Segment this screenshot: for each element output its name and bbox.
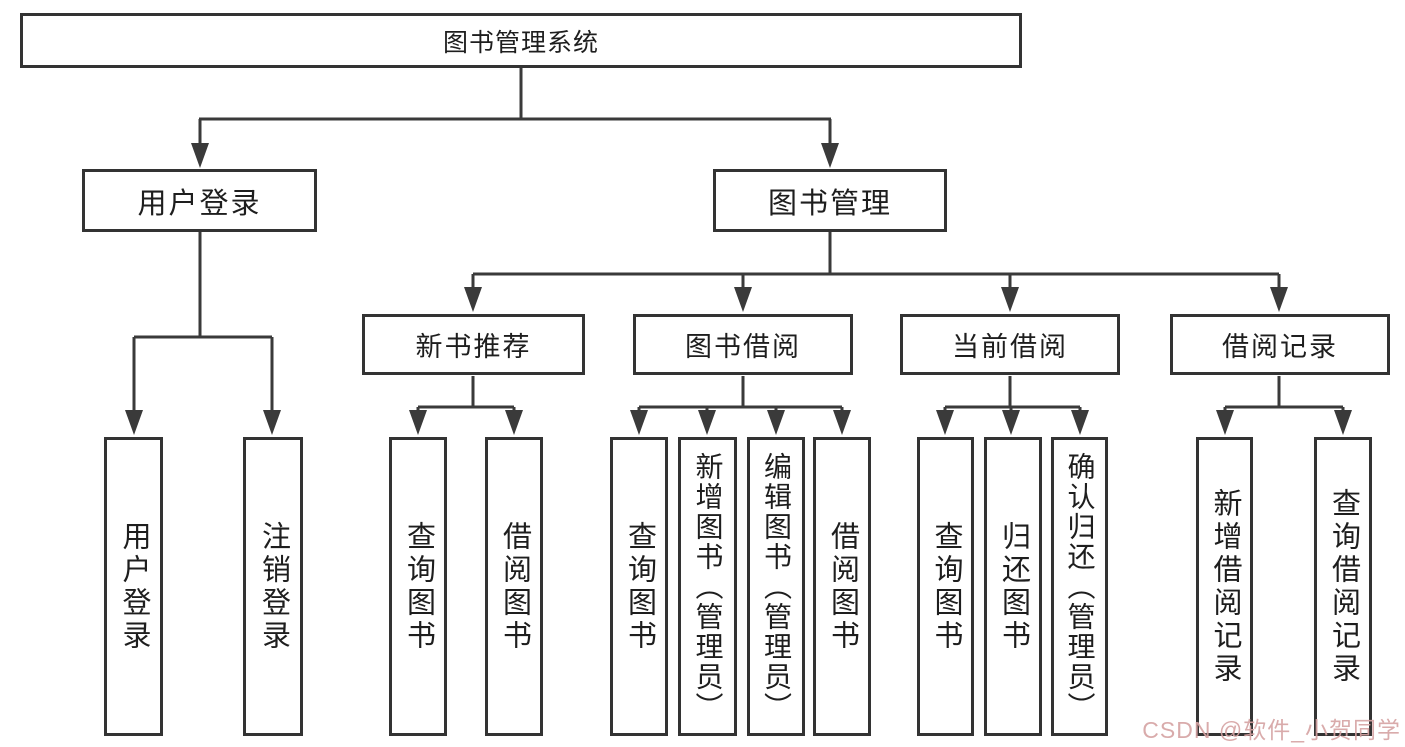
leaf-newbook-borrow: 借阅图书 [485, 437, 543, 736]
connector-root-branch [198, 68, 832, 147]
node-root-label: 图书管理系统 [442, 28, 599, 57]
leaf-borrow-query-label: 查询图书 [623, 520, 656, 653]
csdn-watermark: CSDN @软件_小贺同学 [1142, 717, 1401, 743]
node-book-management: 图书管理 [713, 169, 947, 232]
connector-userlogin-branch [132, 232, 274, 414]
arrowhead [125, 410, 143, 435]
connector-bookmgmt-branch [471, 232, 1281, 292]
connector-borrowrecords-branch [1223, 376, 1345, 414]
arrowhead [734, 287, 752, 312]
leaf-borrow-query: 查询图书 [610, 437, 668, 736]
arrowhead [1071, 410, 1089, 435]
leaf-user-login: 用户登录 [104, 437, 163, 736]
arrowhead [263, 410, 281, 435]
leaf-current-query: 查询图书 [917, 437, 974, 736]
leaf-borrow-book: 借阅图书 [813, 437, 871, 736]
leaf-user-login-label: 用户登录 [118, 520, 150, 653]
arrowhead [464, 287, 482, 312]
arrowhead [833, 410, 851, 435]
arrowhead [1270, 287, 1288, 312]
leaf-borrow-edit-book: 编辑图书（管理员） [747, 437, 805, 736]
leaf-current-query-label: 查询图书 [930, 520, 962, 653]
leaf-record-query: 查询借阅记录 [1314, 437, 1372, 736]
arrowhead [1002, 410, 1020, 435]
leaf-current-confirm-return: 确认归还（管理员） [1051, 437, 1108, 736]
node-book-borrowing: 图书借阅 [633, 314, 853, 375]
arrowhead [698, 410, 716, 435]
node-root: 图书管理系统 [20, 13, 1022, 68]
leaf-current-return: 归还图书 [984, 437, 1042, 736]
arrowhead [1334, 410, 1352, 435]
leaf-record-query-label: 查询借阅记录 [1327, 487, 1360, 686]
node-borrowing-records: 借阅记录 [1170, 314, 1390, 375]
connector-newbook-branch [416, 376, 516, 414]
node-new-book-recommend-label: 新书推荐 [415, 332, 532, 362]
connector-bookborrow-branch [637, 376, 844, 414]
leaf-newbook-query-label: 查询图书 [402, 520, 435, 653]
node-book-management-label: 图书管理 [767, 187, 892, 220]
arrowhead [630, 410, 648, 435]
arrowhead [1216, 410, 1234, 435]
leaf-current-confirm-return-label: 确认归还（管理员） [1064, 451, 1096, 722]
leaf-newbook-query: 查询图书 [389, 437, 447, 736]
node-current-borrowing: 当前借阅 [900, 314, 1120, 375]
leaf-borrow-edit-book-label: 编辑图书（管理员） [761, 451, 792, 722]
leaf-current-return-label: 归还图书 [997, 520, 1030, 653]
node-current-borrowing-label: 当前借阅 [952, 332, 1068, 362]
leaf-logout-label: 注销登录 [257, 520, 290, 653]
arrowhead [767, 410, 785, 435]
arrowhead [505, 410, 523, 435]
node-user-login: 用户登录 [82, 169, 317, 232]
arrowhead [1001, 287, 1019, 312]
node-user-login-label: 用户登录 [137, 187, 262, 220]
arrowhead [191, 143, 209, 168]
leaf-borrow-book-label: 借阅图书 [826, 520, 859, 653]
leaf-record-add-label: 新增借阅记录 [1209, 487, 1241, 686]
leaf-borrow-add-book-label: 新增图书（管理员） [692, 451, 724, 722]
arrowhead [821, 143, 839, 168]
leaf-borrow-add-book: 新增图书（管理员） [678, 437, 737, 736]
leaf-logout: 注销登录 [243, 437, 303, 736]
leaf-newbook-borrow-label: 借阅图书 [498, 520, 531, 653]
leaf-record-add: 新增借阅记录 [1196, 437, 1253, 736]
connector-currentborrow-branch [943, 376, 1082, 414]
node-borrowing-records-label: 借阅记录 [1222, 332, 1338, 362]
arrowhead [936, 410, 954, 435]
node-book-borrowing-label: 图书借阅 [685, 332, 801, 362]
arrowhead [409, 410, 427, 435]
node-new-book-recommend: 新书推荐 [362, 314, 585, 375]
